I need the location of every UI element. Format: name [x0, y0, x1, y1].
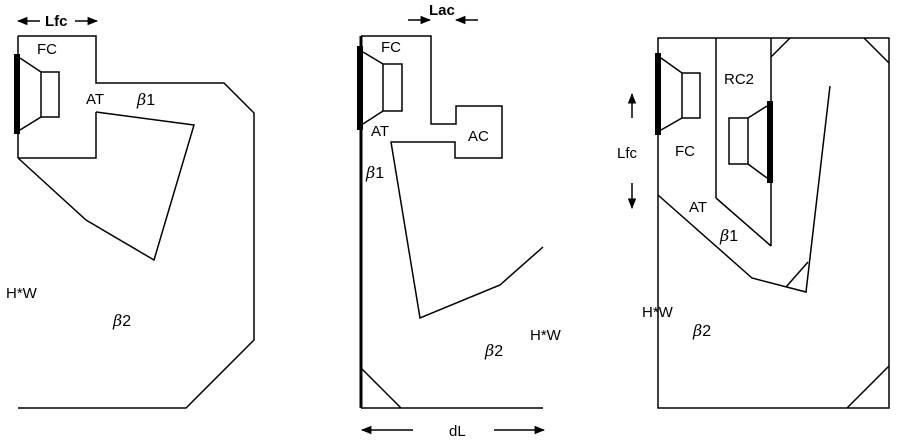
speaker-cone-top [19, 57, 42, 73]
fc-speaker-baffle [655, 53, 661, 135]
speaker-label-fc: FC [37, 41, 57, 58]
size-label-hw: H*W [642, 304, 674, 321]
beta1-label: β1 [365, 163, 384, 182]
diagram-3-labels: RC2 Lfc FC AT β1 H*W β2 [617, 71, 754, 340]
speaker-cone-bottom [19, 116, 42, 131]
beta2-label: β2 [112, 311, 131, 330]
dimension-label-lfc: Lfc [617, 145, 638, 162]
horn-inner-wall [17, 111, 195, 262]
horn-inner-wall [657, 85, 831, 293]
speaker-label-fc: FC [381, 39, 401, 56]
speaker-baffle [357, 46, 363, 130]
partition-angled [715, 197, 772, 247]
diagram-1 [14, 16, 255, 409]
corner-reflector-top-right [863, 37, 890, 64]
corner-reflector-horn [785, 261, 809, 288]
enclosure-outline [657, 37, 890, 409]
fc-box-lower-wall [18, 112, 97, 159]
size-label-hw: H*W [530, 327, 562, 344]
speaker-magnet [382, 63, 403, 112]
rc2-speaker-magnet [728, 117, 749, 165]
chamber-label-at: AT [86, 91, 104, 108]
beta1-label: β1 [719, 226, 738, 245]
corner-reflector-bottom-right [846, 365, 890, 409]
beta2-label: β2 [692, 321, 711, 340]
chamber-label-at: AT [371, 123, 389, 140]
beta2-label: β2 [484, 341, 503, 360]
dimension-label-lfc: Lfc [45, 13, 68, 30]
fc-speaker-cone-bottom [660, 117, 683, 131]
enclosure-outline [18, 35, 255, 409]
corner-reflector [360, 367, 402, 409]
aux-chamber-label-ac: AC [468, 128, 489, 145]
rc2-speaker-baffle [767, 101, 773, 183]
dimension-label-lac: Lac [429, 2, 455, 19]
speaker-cone-top [362, 51, 384, 65]
diagram-3 [627, 37, 890, 409]
diagram-1-labels: Lfc FC AT β1 H*W β2 [6, 13, 155, 330]
rear-speaker-label-rc2: RC2 [724, 71, 754, 88]
fc-speaker-cone-top [660, 57, 683, 74]
speaker-magnet [40, 71, 60, 118]
beta1-label: β1 [136, 90, 155, 109]
chamber-label-at: AT [689, 199, 707, 216]
rc2-speaker-cone-top [747, 105, 768, 119]
speaker-cone-bottom [362, 110, 384, 125]
size-label-hw: H*W [6, 285, 38, 302]
dimension-label-dl: dL [449, 423, 466, 440]
diagram-2-labels: Lac FC AT AC β1 H*W β2 dL [365, 2, 562, 440]
corner-reflector-top-inner [770, 37, 791, 58]
diagram-2 [357, 15, 546, 435]
rc2-speaker-cone-bottom [747, 163, 768, 179]
fc-speaker-magnet [681, 72, 701, 119]
speaker-label-fc: FC [675, 143, 695, 160]
speaker-baffle [14, 54, 20, 134]
fc-ac-chamber [361, 35, 544, 320]
